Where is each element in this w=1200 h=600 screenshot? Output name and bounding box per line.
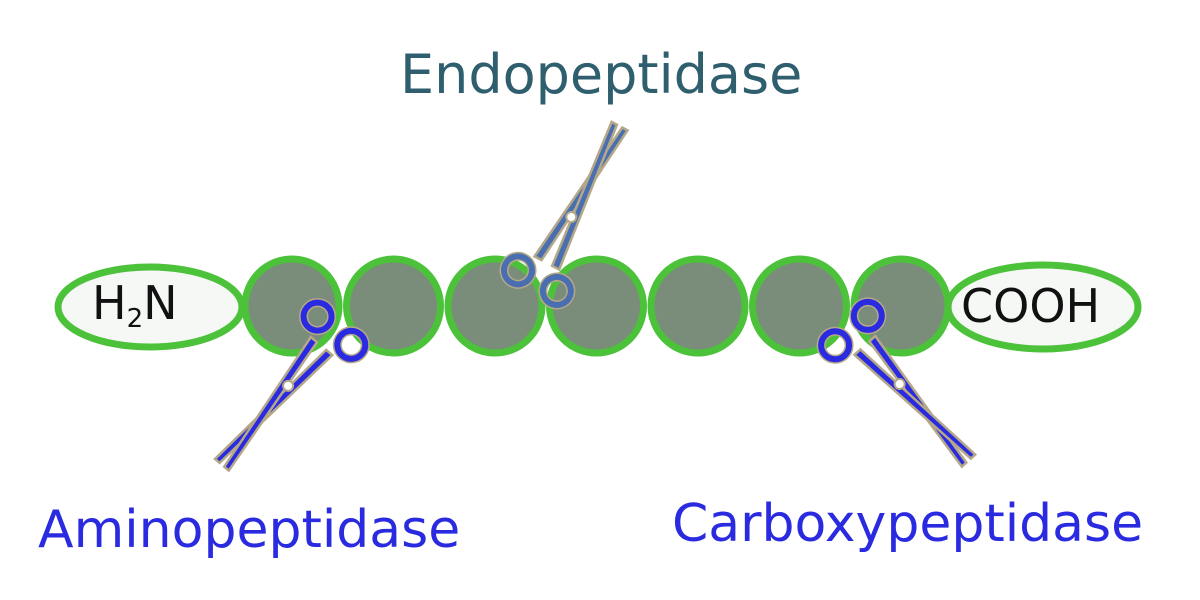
carboxypeptidase-label: Carboxypeptidase [672,494,1144,554]
amino-acid-residue [343,255,444,357]
amino-acid-residue [749,255,850,357]
n-terminus-label: H2N [92,276,178,334]
amino-acid-residue [647,255,749,357]
endopeptidase-label: Endopeptidase [400,43,803,106]
aminopeptidase-label: Aminopeptidase [38,500,461,560]
c-terminus-label: COOH [961,279,1101,333]
